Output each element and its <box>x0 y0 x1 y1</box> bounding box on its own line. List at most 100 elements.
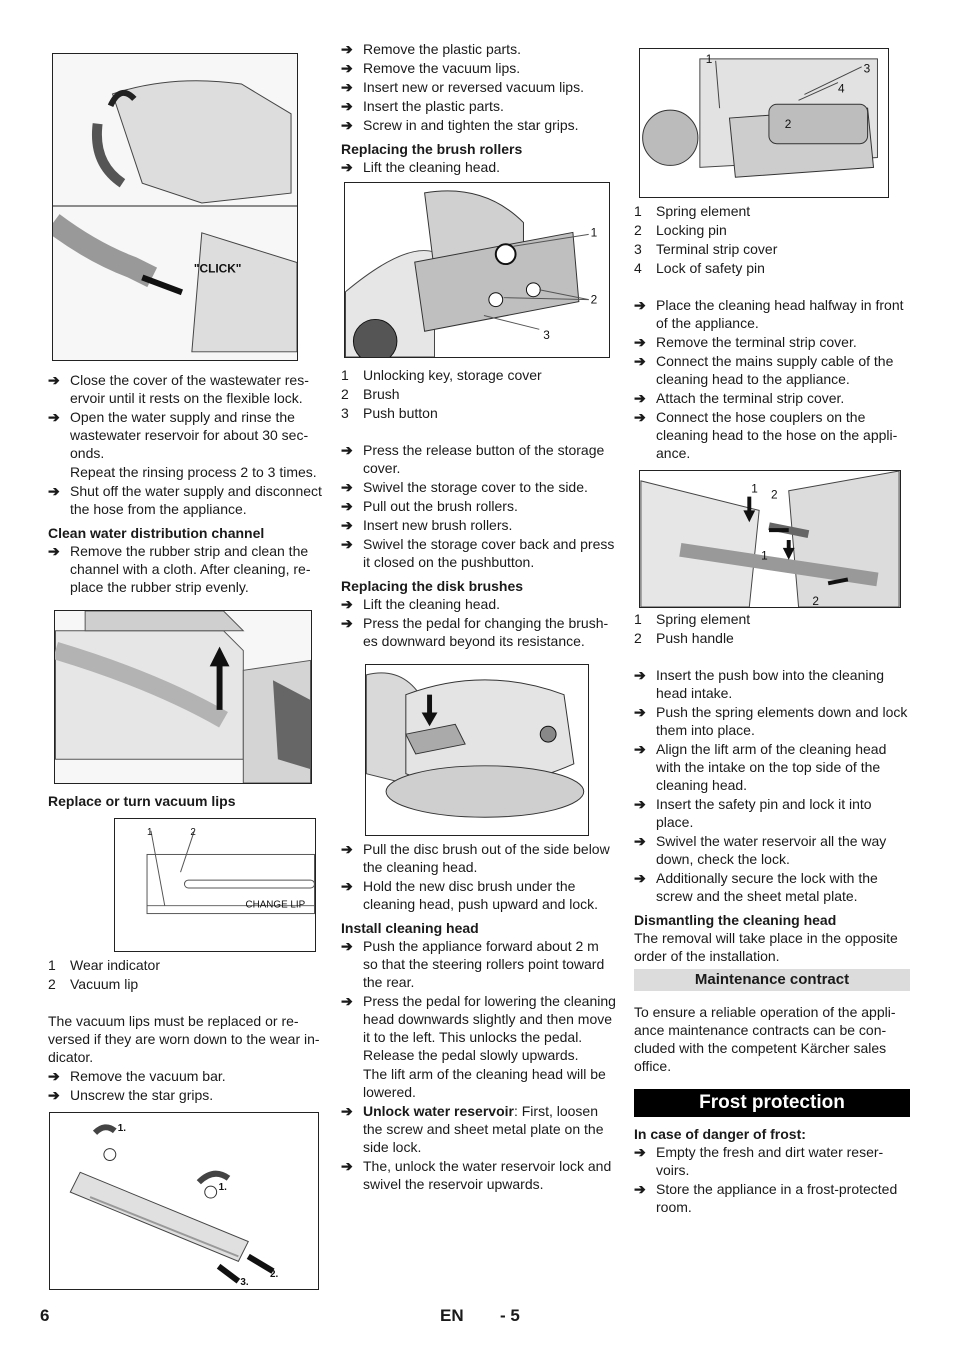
step-arrow-icon: ➔ <box>341 596 353 612</box>
step-arrow-icon: ➔ <box>341 159 353 175</box>
step-arrow-icon: ➔ <box>48 1087 60 1103</box>
roller-label-3: 3 <box>543 328 550 342</box>
step-secure-lock: ➔Additionally secure the lock with the s… <box>634 870 878 904</box>
step-unlock-reservoir: ➔Unlock water reservoir: First, loosen t… <box>341 1103 604 1155</box>
step-press-pedal: ➔Press the pedal for changing the brush­… <box>341 615 609 649</box>
figure-star-grips: 1. 1. 2. 3. <box>49 1112 319 1290</box>
figure-rubber-strip <box>54 610 312 784</box>
figure-brush-rollers: 1 2 3 <box>344 182 610 358</box>
step-arrow-icon: ➔ <box>341 938 353 954</box>
top-label-3: 3 <box>864 62 871 76</box>
step-arrow-icon: ➔ <box>341 878 353 894</box>
step-arrow-icon: ➔ <box>341 479 353 495</box>
step-swivel-down: ➔Swivel the water reservoir all the way … <box>634 833 887 867</box>
top-label-1: 1 <box>706 52 713 66</box>
rubber-strip-illustration <box>55 611 311 783</box>
step-swivel-back: ➔Swivel the storage cover back and press… <box>341 536 615 570</box>
step-arrow-icon: ➔ <box>341 1158 353 1174</box>
step-arrow-icon: ➔ <box>634 1144 646 1160</box>
step-arrow-icon: ➔ <box>341 117 353 133</box>
brush-rollers-illustration: 1 2 3 <box>345 190 598 357</box>
step-connect-mains: ➔Connect the mains supply cable of the c… <box>634 353 894 387</box>
step-push-appliance: ➔Push the appliance forward about 2 m so… <box>341 938 605 990</box>
step-swivel-reservoir: ➔The, unlock the water reservoir lock an… <box>341 1158 612 1192</box>
heading-dismantling: Dismantling the cleaning head <box>634 912 837 928</box>
roller-label-2: 2 <box>591 293 598 307</box>
grip-step-1b: 1. <box>219 1182 227 1193</box>
star-grips-illustration: 1. 1. 2. 3. <box>69 1123 279 1288</box>
figure-wastewater-hose: "CLICK" <box>52 53 298 361</box>
step-remove-rubber: ➔Remove the rubber strip and clean the c… <box>48 543 311 595</box>
step-arrow-icon: ➔ <box>634 667 646 683</box>
step-arrow-icon: ➔ <box>634 704 646 720</box>
step-push-springs: ➔Push the spring elements down and lock … <box>634 704 908 738</box>
step-attach-terminal: ➔Attach the terminal strip cover. <box>634 390 845 406</box>
column-middle: ➔Remove the plastic parts. ➔Remove the v… <box>341 40 617 1194</box>
step-unscrew-grips: ➔Unscrew the star grips. <box>48 1087 214 1103</box>
step-store-appliance: ➔Store the appliance in a frost-protecte… <box>634 1181 898 1215</box>
step-arrow-icon: ➔ <box>341 1103 353 1119</box>
step-arrow-icon: ➔ <box>341 517 353 533</box>
footer-language: EN <box>440 1306 464 1325</box>
top-label-2: 2 <box>785 117 792 131</box>
step-arrow-icon: ➔ <box>634 796 646 812</box>
step-arrow-icon: ➔ <box>341 993 353 1009</box>
step-lift-head-2: ➔Lift the cleaning head. <box>341 596 500 612</box>
step-arrow-icon: ➔ <box>341 442 353 458</box>
step-arrow-icon: ➔ <box>48 372 60 388</box>
step-remove-terminal: ➔Remove the terminal strip cover. <box>634 334 857 350</box>
section-bar-maintenance: Maintenance contract <box>634 969 910 991</box>
column-left: "CLICK" ➔Close the cover of the wastewat… <box>48 40 324 1290</box>
step-arrow-icon: ➔ <box>341 79 353 95</box>
step-arrow-icon: ➔ <box>341 98 353 114</box>
cleaning-head-top-illustration: 1 3 4 2 <box>642 52 878 178</box>
step-arrow-icon: ➔ <box>48 483 60 499</box>
step-pull-disc: ➔Pull the disc brush out of the side bel… <box>341 841 610 875</box>
heading-disk-brushes: Replacing the disk brushes <box>341 578 524 594</box>
note-repeat: Repeat the rinsing process 2 to 3 times. <box>70 464 317 480</box>
step-arrow-icon: ➔ <box>634 297 646 313</box>
step-arrow-icon: ➔ <box>634 833 646 849</box>
handle-label-1a: 1 <box>751 482 758 496</box>
step-arrow-icon: ➔ <box>634 390 646 406</box>
handle-label-1b: 1 <box>761 549 768 563</box>
step-pull-rollers: ➔Pull out the brush rollers. <box>341 498 518 514</box>
figure-disk-brush <box>365 664 589 836</box>
step-press-lower: ➔Press the pedal for lowering the clean­… <box>341 993 616 1063</box>
step-swivel-cover: ➔Swivel the storage cover to the side. <box>341 479 588 495</box>
hose-illustration: "CLICK" <box>53 80 297 353</box>
step-arrow-icon: ➔ <box>341 498 353 514</box>
handle-label-2a: 2 <box>771 488 778 502</box>
heading-frost-danger: In case of danger of frost: <box>634 1126 806 1142</box>
step-arrow-icon: ➔ <box>634 741 646 757</box>
step-insert-plastic: ➔Insert the plastic parts. <box>341 98 504 114</box>
figure-push-handle: 1 2 1 2 <box>639 470 901 608</box>
handle-label-2b: 2 <box>812 594 819 607</box>
heading-vacuum-lips: Replace or turn vacuum lips <box>48 793 236 809</box>
step-arrow-icon: ➔ <box>341 41 353 57</box>
step-open-water: ➔Open the water supply and rinse the was… <box>48 409 309 461</box>
step-insert-lips: ➔Insert new or reversed vacuum lips. <box>341 79 584 95</box>
step-remove-vacuum-bar: ➔Remove the vacuum bar. <box>48 1068 226 1084</box>
step-arrow-icon: ➔ <box>634 353 646 369</box>
note-lift-arm: The lift arm of the cleaning head will b… <box>363 1066 606 1100</box>
heading-install-head: Install cleaning head <box>341 920 479 936</box>
step-arrow-icon: ➔ <box>341 841 353 857</box>
wear-indicator-diagram: 1 2 CHANGE LIP <box>146 827 315 915</box>
grip-step-2: 2. <box>270 1269 278 1280</box>
click-label: "CLICK" <box>194 261 242 275</box>
step-remove-lips: ➔Remove the vacuum lips. <box>341 60 521 76</box>
section-bar-frost: Frost protection <box>634 1089 910 1117</box>
